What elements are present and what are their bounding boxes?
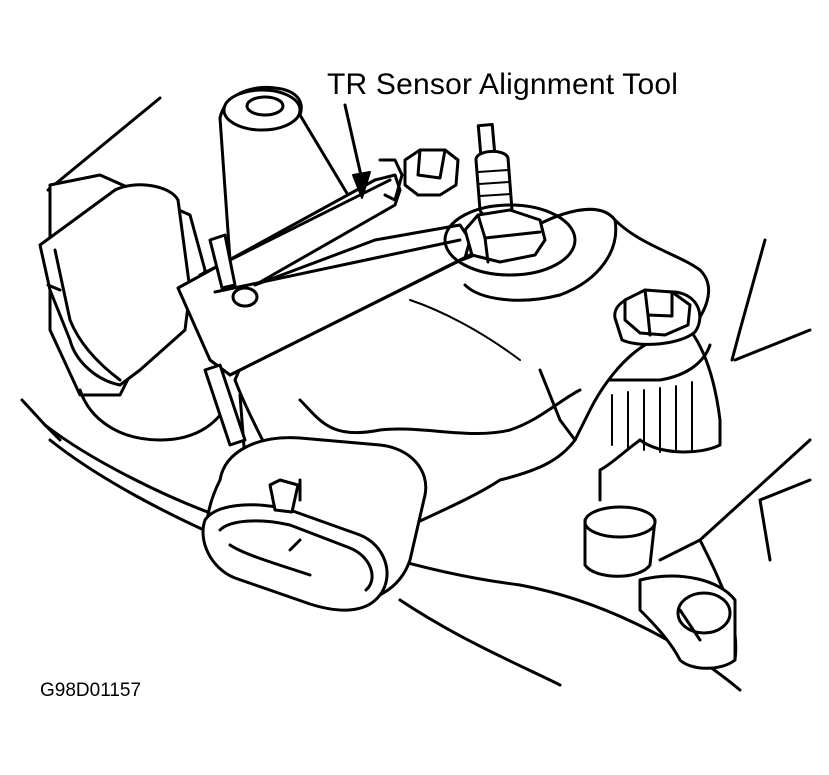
bolt-right [613,288,702,346]
callout-leader [343,103,371,199]
bolt-stud [443,122,577,277]
alignment-tool [176,173,472,447]
callout-label: TR Sensor Alignment Tool [327,68,679,101]
figure-id: G98D01157 [40,680,142,701]
transmission-housing [20,96,812,692]
lower-boss [583,505,737,670]
front-connector [201,436,428,612]
bolt-top [378,148,460,202]
left-connector [38,173,232,442]
